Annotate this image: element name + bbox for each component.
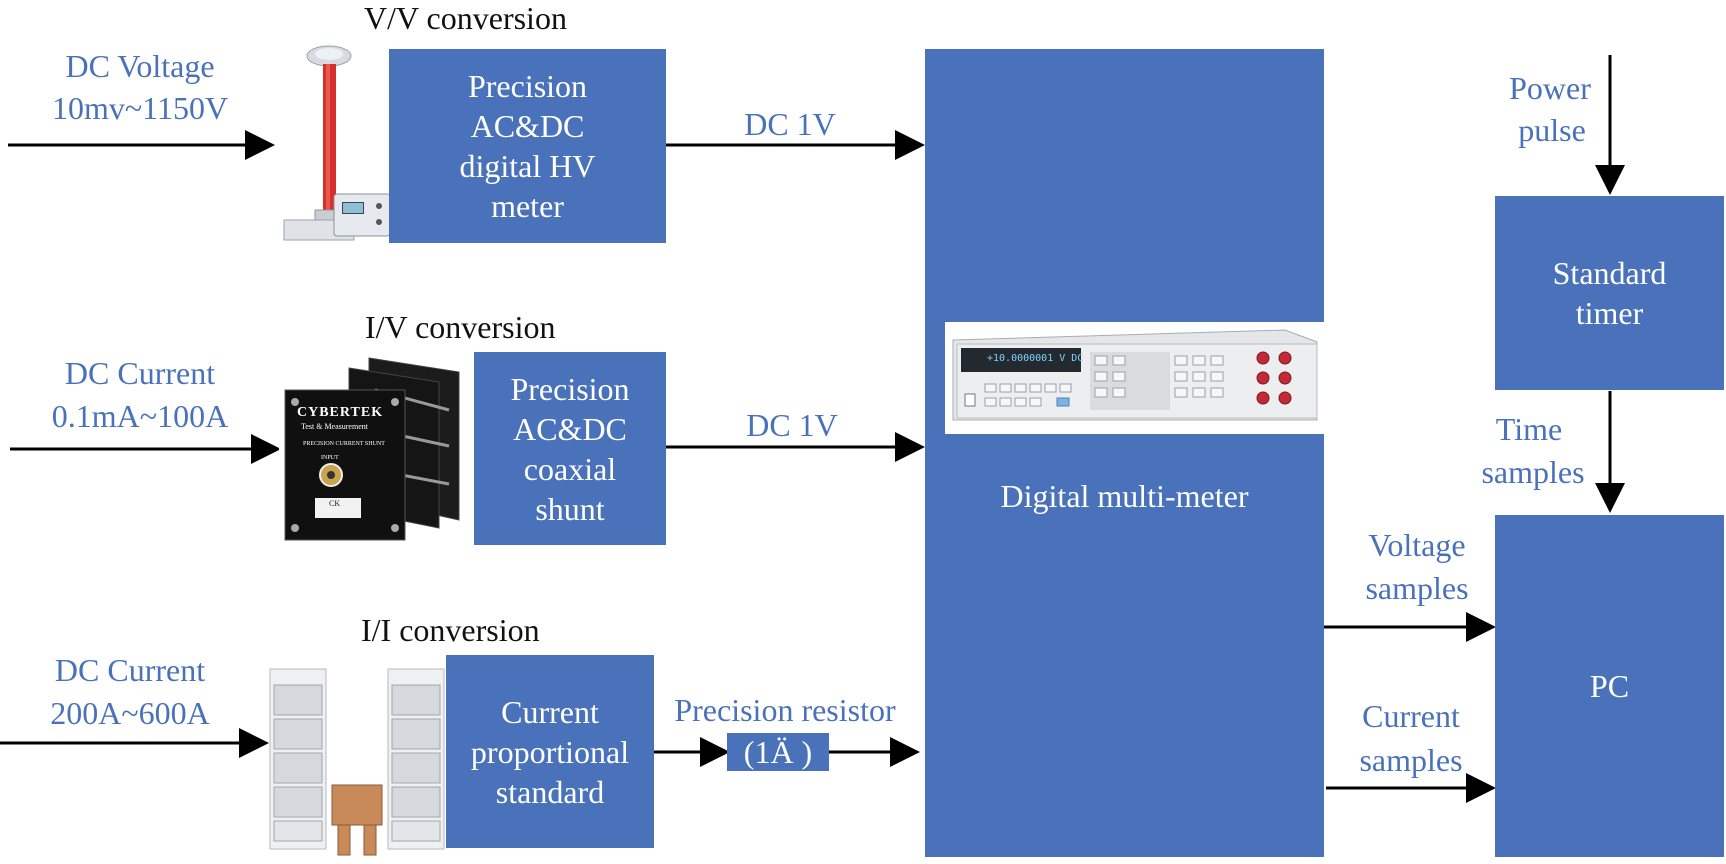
shunt-input-text: INPUT — [321, 455, 339, 461]
timer-box-line-2: timer — [1575, 295, 1644, 331]
hv-meter-line-3: digital HV — [459, 148, 596, 184]
iv-conversion-title: I/V conversion — [365, 309, 556, 345]
high-current-range: 200A~600A — [50, 695, 210, 731]
pc-box: PC — [1495, 515, 1724, 857]
shunt-model-text: CK — [329, 499, 341, 508]
dmm-label: Digital multi-meter — [1000, 478, 1249, 514]
shunt-box-line-4: shunt — [535, 490, 605, 527]
shunt-box-line-1: Precision — [510, 370, 630, 407]
precision-hv-meter-box: Precision AC&DC digital HV meter — [389, 49, 666, 243]
dmm-display-readout: +10.0000001 V DC — [987, 353, 1084, 364]
coaxial-shunt-box: Precision AC&DC coaxial shunt — [474, 352, 666, 545]
current-samples-label-2: samples — [1359, 742, 1463, 778]
time-samples-label-2: samples — [1481, 454, 1585, 490]
high-current-label: DC Current — [54, 652, 206, 688]
resistor-value: (1Ä ) — [743, 734, 813, 770]
power-pulse-label-1: Power — [1509, 70, 1591, 106]
vv-output-label: DC 1V — [744, 106, 836, 142]
shunt-box-line-3: coaxial — [523, 450, 617, 487]
dmm-instrument-photo: +10.0000001 V DC — [945, 322, 1325, 434]
dc-current-range: 0.1mA~100A — [51, 398, 229, 434]
current-samples-label-1: Current — [1362, 698, 1460, 734]
iv-output-label: DC 1V — [746, 407, 838, 443]
voltage-samples-label-2: samples — [1365, 570, 1469, 606]
timer-box-line-1: Standard — [1552, 255, 1667, 291]
pc-label: PC — [1589, 668, 1630, 704]
precision-resistor-label: Precision resistor — [674, 692, 896, 728]
current-proportional-standard-box: Current proportional standard — [446, 655, 654, 848]
standard-box-line-1: Current — [501, 693, 599, 730]
hv-meter-line-4: meter — [491, 188, 564, 224]
hv-meter-line-1: Precision — [467, 68, 588, 104]
shunt-brand-text: CYBERTEK — [297, 405, 384, 420]
ii-conversion-title: I/I conversion — [361, 612, 540, 648]
digital-multimeter-box: Digital multi-meter — [925, 49, 1324, 857]
hv-divider-photo — [283, 45, 391, 241]
dc-voltage-range: 10mv~1150V — [51, 90, 229, 126]
coaxial-shunt-photo: CYBERTEK Test & Measurement PRECISION CU… — [279, 350, 474, 546]
standard-box-line-2: proportional — [470, 733, 630, 770]
shunt-caption-text: PRECISION CURRENT SHUNT — [303, 441, 385, 447]
precision-resistor-box: (1Ä ) — [727, 733, 829, 771]
voltage-samples-label-1: Voltage — [1368, 527, 1466, 563]
standard-box-line-3: standard — [495, 773, 605, 810]
dc-voltage-label: DC Voltage — [65, 48, 215, 84]
vv-conversion-title: V/V conversion — [364, 0, 567, 36]
hv-meter-line-2: AC&DC — [470, 108, 585, 144]
shunt-box-line-2: AC&DC — [513, 410, 627, 447]
dc-current-label: DC Current — [64, 355, 216, 391]
power-pulse-label-2: pulse — [1518, 112, 1586, 148]
standard-timer-box: Standard timer — [1495, 196, 1724, 390]
shunt-brand-sub: Test & Measurement — [301, 422, 368, 431]
current-standard-rack-photo — [269, 668, 445, 856]
time-samples-label-1: Time — [1495, 411, 1563, 447]
